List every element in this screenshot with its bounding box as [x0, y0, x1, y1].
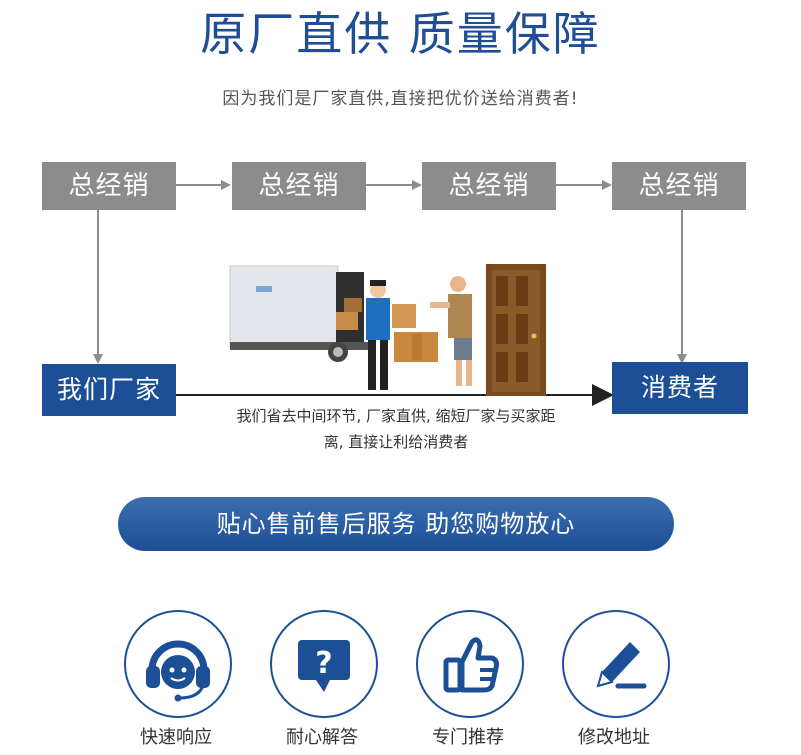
page-title: 原厂直供 质量保障: [200, 7, 601, 61]
flow-note: 我们省去中间环节, 厂家直供, 缩短厂家与买家距 离, 直接让利给消费者: [186, 403, 606, 455]
distributor-box-1: 总经销: [42, 162, 176, 210]
headset-icon: [124, 610, 232, 718]
service-banner: 贴心售前售后服务 助您购物放心: [118, 497, 674, 551]
service-label-2: 耐心解答: [286, 727, 358, 748]
service-label-1: 快速响应: [140, 727, 212, 748]
service-label-3: 专门推荐: [432, 727, 504, 748]
distributor-box-3: 总经销: [422, 162, 556, 210]
pen-edit-icon: [562, 610, 670, 718]
service-label-4: 修改地址: [578, 727, 650, 748]
flow-note-line-2: 离, 直接让利给消费者: [323, 433, 469, 451]
distributor-box-4: 总经销: [612, 162, 746, 210]
factory-box: 我们厂家: [42, 364, 176, 416]
distributor-box-2: 总经销: [232, 162, 366, 210]
thumbs-up-icon: [416, 610, 524, 718]
question-bubble-icon: ?: [270, 610, 378, 718]
svg-text:?: ?: [315, 646, 332, 681]
page-subtitle: 因为我们是厂家直供,直接把优价送给消费者!: [222, 89, 579, 109]
consumer-box: 消费者: [612, 362, 748, 414]
delivery-illustration: [229, 264, 546, 396]
flow-note-line-1: 我们省去中间环节, 厂家直供, 缩短厂家与买家距: [236, 407, 556, 425]
